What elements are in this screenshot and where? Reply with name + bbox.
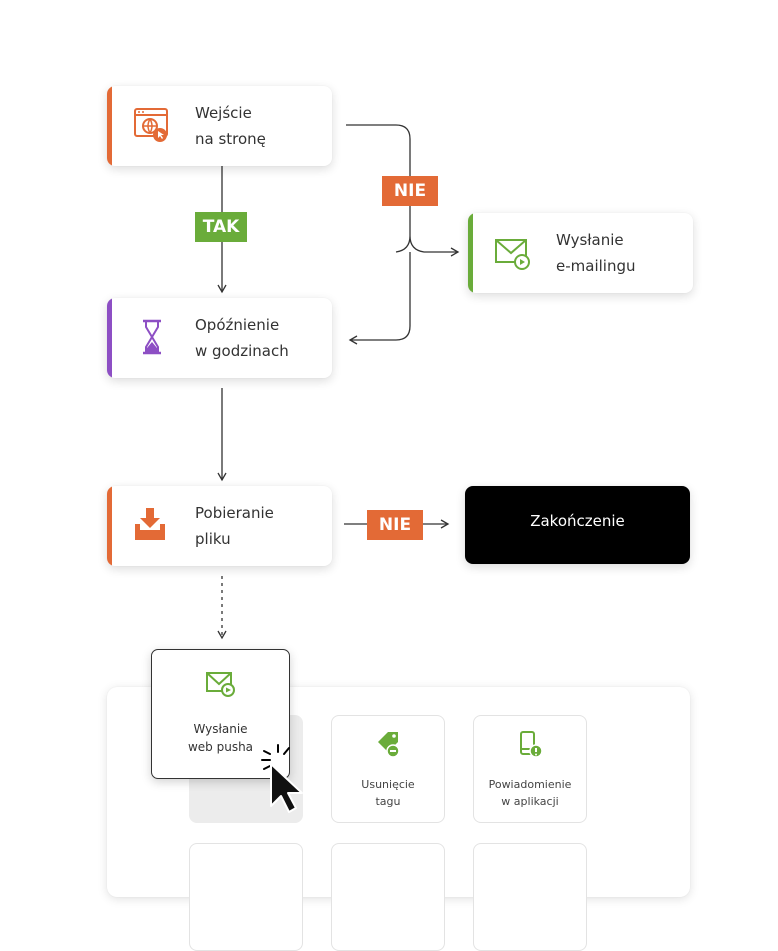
tag-nie-top: NIE (382, 176, 438, 206)
node-label-line1: Wysłanie (556, 231, 624, 249)
tile-label-line1: Usunięcie (361, 778, 415, 791)
node-label-line1: Pobieranie (195, 504, 274, 522)
tag-tak: TAK (195, 212, 247, 242)
node-end-label: Zakończenie (530, 512, 625, 530)
node-accent-bar (107, 486, 112, 566)
node-delay[interactable]: Opóźnienie w godzinach (107, 298, 332, 378)
connector-visit-nie (346, 124, 458, 252)
node-label-line2: w godzinach (195, 342, 289, 360)
node-accent-bar (107, 298, 112, 378)
card-label-line2: web pusha (187, 740, 254, 754)
palette-tile[interactable] (189, 843, 303, 951)
node-label-line2: pliku (195, 530, 231, 548)
node-accent-bar (107, 86, 112, 166)
node-label-line2: na stronę (195, 130, 266, 148)
download-tray-icon (133, 506, 171, 544)
tile-label: Powiadomienie w aplikacji (474, 776, 586, 810)
phone-alert-icon (516, 730, 544, 760)
node-label-line1: Wejście (195, 104, 252, 122)
envelope-play-icon (205, 670, 237, 698)
node-label-line1: Opóźnienie (195, 316, 280, 334)
browser-globe-icon (133, 106, 171, 144)
tag-minus-icon (374, 730, 402, 760)
tag-nie-bottom: NIE (367, 510, 423, 540)
node-accent-bar (468, 213, 473, 293)
hourglass-icon (139, 318, 177, 356)
tile-label-line1: Powiadomienie (488, 778, 572, 791)
tile-label-line2: w aplikacji (501, 795, 559, 808)
connector-nie-delay (348, 252, 411, 345)
node-end[interactable]: Zakończenie (465, 486, 690, 564)
tile-label: Usunięcie tagu (332, 776, 444, 810)
node-send-email[interactable]: Wysłanie e-mailingu (468, 213, 693, 293)
dragged-card-web-push[interactable]: Wysłanie web pusha (151, 649, 290, 779)
palette-tile-remove-tag[interactable]: Usunięcie tagu (331, 715, 445, 823)
card-label-line1: Wysłanie (193, 722, 248, 736)
node-file-download[interactable]: Pobieranie pliku (107, 486, 332, 566)
node-label-line2: e-mailingu (556, 257, 636, 275)
envelope-play-icon (494, 235, 532, 273)
palette-tile[interactable] (473, 843, 587, 951)
palette-tile-app-notification[interactable]: Powiadomienie w aplikacji (473, 715, 587, 823)
mouse-pointer-icon (256, 742, 312, 816)
tile-label-line2: tagu (375, 795, 401, 808)
node-page-visit[interactable]: Wejście na stronę (107, 86, 332, 166)
palette-tile[interactable] (331, 843, 445, 951)
